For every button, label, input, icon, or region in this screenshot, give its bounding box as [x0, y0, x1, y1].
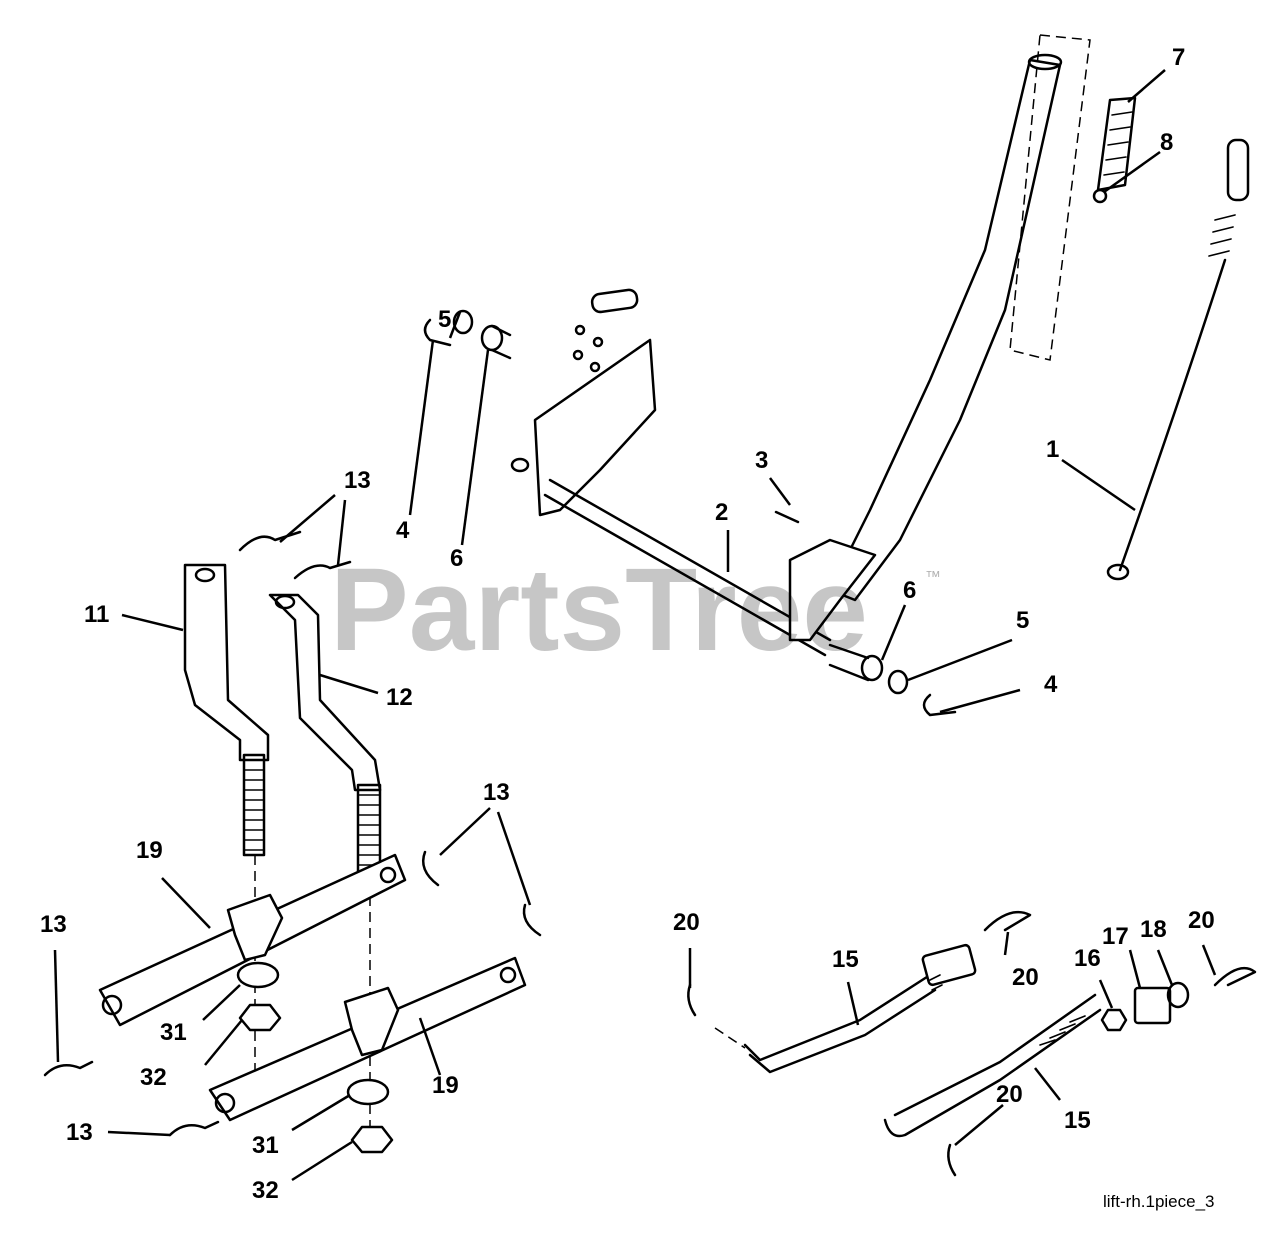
- parts-tree-watermark: PartsTree: [330, 544, 868, 676]
- lift-link-19-upper: [98, 853, 407, 1027]
- callout-5-right: 5: [1016, 607, 1029, 634]
- callout-32-upper: 32: [140, 1064, 167, 1091]
- callout-6-right: 6: [903, 577, 916, 604]
- callout-4-right: 4: [1044, 671, 1058, 698]
- callout-32-lower: 32: [252, 1177, 279, 1204]
- callout-6-left: 6: [450, 545, 463, 572]
- callout-4-left: 4: [396, 517, 410, 544]
- callout-1: 1: [1046, 436, 1059, 463]
- hairpins-13-lower: [43, 850, 542, 1137]
- adjust-rod-15-lower: [883, 993, 1102, 1138]
- lift-arm-11: [183, 563, 270, 857]
- callout-31-upper: 31: [160, 1019, 187, 1046]
- callout-20-mid: 20: [1012, 964, 1039, 991]
- callout-13-top: 13: [344, 467, 371, 494]
- bushing-6-left: [480, 324, 512, 360]
- cotter-pin-3: [774, 510, 800, 524]
- callout-31-lower: 31: [252, 1132, 279, 1159]
- clip-4-left: [423, 318, 452, 347]
- callout-5-left: 5: [438, 306, 451, 333]
- lift-lever: [828, 53, 1063, 602]
- callout-7: 7: [1172, 44, 1185, 71]
- callout-19-upper: 19: [136, 837, 163, 864]
- callout-18: 18: [1140, 916, 1167, 943]
- watermark-trademark: ™: [925, 569, 941, 586]
- hairpin-13-upper: [238, 530, 352, 580]
- diagram-caption: lift-rh.1piece_3: [1103, 1192, 1215, 1211]
- callout-16: 16: [1074, 945, 1101, 972]
- washer-5-right: [887, 669, 909, 695]
- callout-2: 2: [715, 499, 728, 526]
- mount-plate: [533, 288, 657, 517]
- callout-11: 11: [84, 601, 109, 628]
- callout-13-left: 13: [40, 911, 67, 938]
- callout-8: 8: [1160, 129, 1173, 156]
- bushing-6-right: [828, 643, 884, 682]
- callout-20-right: 20: [1188, 907, 1215, 934]
- callout-19-lower: 19: [432, 1072, 459, 1099]
- callout-15-lower: 15: [1064, 1107, 1091, 1134]
- callout-20-left: 20: [673, 909, 700, 936]
- nut-32-upper: [238, 1003, 282, 1032]
- nut-16: [1100, 1008, 1128, 1032]
- washer-5-left: [452, 309, 474, 335]
- block-17-18: [1133, 981, 1190, 1025]
- callout-15-upper: 15: [832, 946, 859, 973]
- nut-32-lower: [350, 1125, 394, 1154]
- clip-4-right: [922, 693, 957, 717]
- lift-rod-1: [1106, 138, 1250, 581]
- callout-13-bottom: 13: [66, 1119, 93, 1146]
- washer-31-lower: [346, 1078, 390, 1106]
- shaft-bracket: [788, 538, 877, 642]
- callout-numbers: 1 2 3 4 4 5 5 6 6 7 8 11 12 13 13 13 13 …: [40, 44, 1215, 1204]
- adjust-rod-15-upper: [743, 943, 977, 1074]
- callout-12: 12: [386, 684, 413, 711]
- lever-guide-plate: [1009, 34, 1091, 361]
- callout-20-bottom: 20: [996, 1081, 1023, 1108]
- callout-3: 3: [755, 447, 768, 474]
- callout-13-mid: 13: [483, 779, 510, 806]
- washer-31-upper: [236, 961, 280, 989]
- lift-link-19-lower: [208, 956, 527, 1122]
- leader-lines: [53, 69, 1217, 1182]
- hairpins-20: [687, 910, 1257, 1177]
- callout-17: 17: [1102, 923, 1129, 950]
- lift-shaft: [510, 457, 832, 657]
- handle-grip: [1092, 96, 1137, 204]
